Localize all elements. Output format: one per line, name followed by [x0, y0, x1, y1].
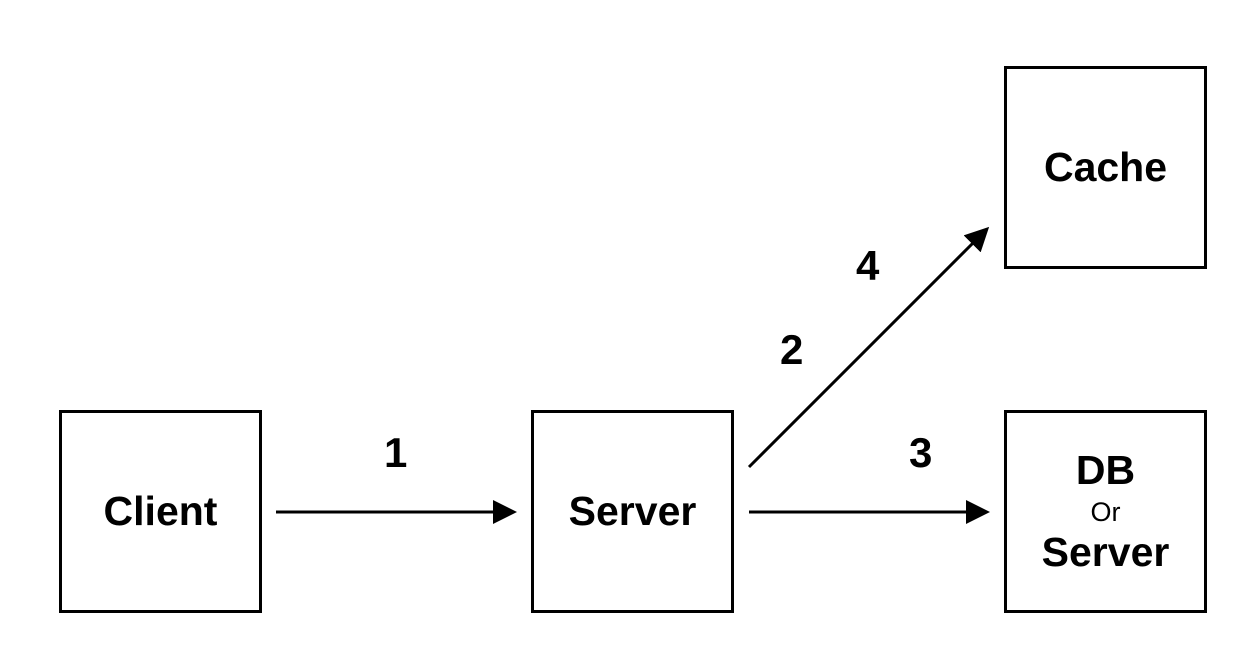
step-number-1: 1: [384, 429, 408, 476]
step-number-2: 2: [780, 326, 804, 373]
or-label: Or: [1090, 497, 1121, 527]
step-number-3: 3: [909, 429, 933, 476]
db-server-label: Server: [1041, 529, 1170, 575]
cache-box: Cache: [1004, 66, 1207, 269]
db-or-server-box: DB Or Server: [1004, 410, 1207, 613]
arrow-server-to-cache: [747, 226, 990, 469]
server-box: Server: [531, 410, 734, 613]
server-label: Server: [568, 488, 697, 534]
db-label: DB: [1075, 447, 1136, 493]
cache-label: Cache: [1043, 144, 1168, 190]
client-label: Client: [103, 488, 218, 534]
step-number-4: 4: [856, 242, 880, 289]
client-box: Client: [59, 410, 262, 613]
